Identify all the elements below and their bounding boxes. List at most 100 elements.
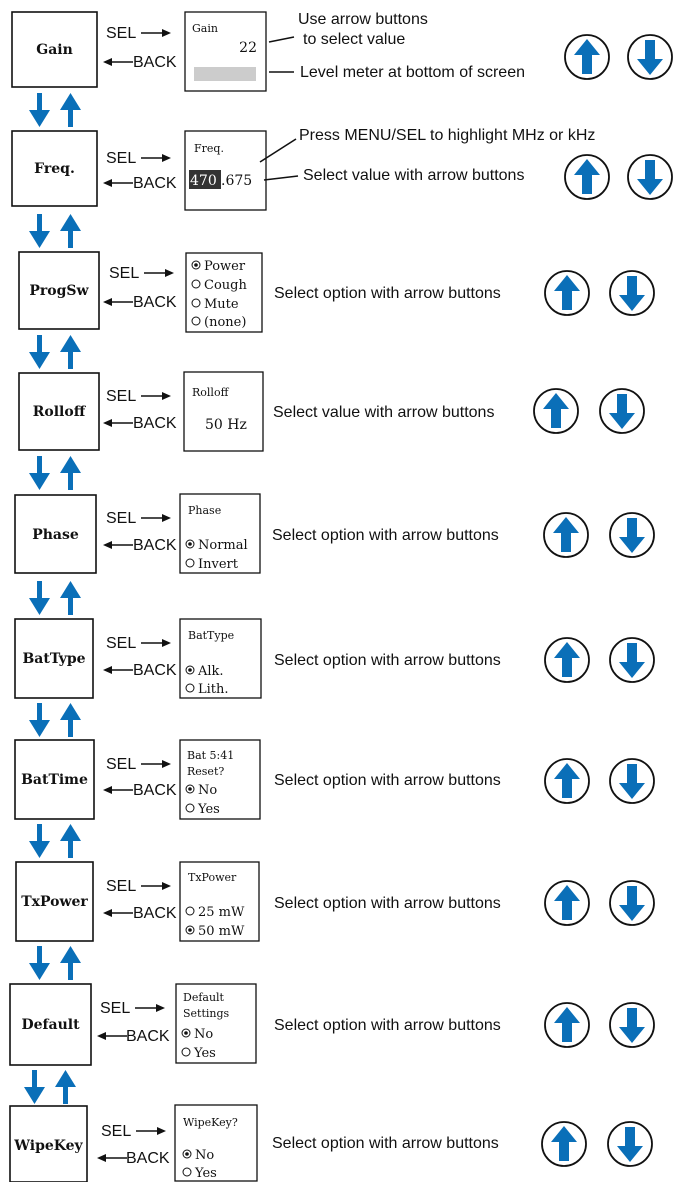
menu-box-gain[interactable]	[11, 11, 98, 88]
option-label: Alk.	[197, 664, 224, 679]
option-radio-icon	[185, 539, 195, 549]
menu-box-battype[interactable]	[14, 618, 94, 699]
menu-box-freq[interactable]	[11, 130, 98, 207]
back-arrow-icon	[102, 57, 134, 67]
up-arrow-button-icon[interactable]	[564, 154, 610, 200]
step-description: Select option with arrow buttons	[272, 1135, 499, 1152]
nav-arrows-icon	[29, 93, 81, 127]
back-label: BACK	[133, 415, 177, 432]
menu-box-default[interactable]	[9, 983, 92, 1066]
menu-label-default: Default	[21, 1017, 80, 1033]
menu-box-battime[interactable]	[14, 739, 95, 820]
menu-label-gain: Gain	[36, 42, 73, 58]
step-description: Select option with arrow buttons	[274, 1017, 501, 1034]
back-arrow-icon	[102, 785, 134, 795]
sel-arrow-icon	[143, 268, 175, 278]
option-label: Invert	[198, 557, 239, 572]
option-radio-icon	[181, 1028, 191, 1038]
option-radio-icon	[185, 558, 195, 568]
lcd-title: Phase	[188, 504, 221, 517]
menu-label-rolloff: Rolloff	[33, 404, 87, 420]
nav-arrows-icon	[29, 703, 81, 737]
menu-label-freq: Freq.	[34, 161, 75, 177]
lcd-line: Default	[183, 991, 225, 1004]
menu-label-battype: BatType	[22, 651, 85, 667]
menu-box-txpower[interactable]	[15, 861, 94, 942]
up-arrow-button-icon[interactable]	[544, 270, 590, 316]
option-label: Lith.	[198, 682, 229, 697]
down-arrow-button-icon[interactable]	[607, 1121, 653, 1167]
down-arrow-button-icon[interactable]	[609, 512, 655, 558]
option-label: Cough	[204, 278, 247, 293]
option-label: Yes	[197, 802, 220, 817]
up-arrow-button-icon[interactable]	[543, 512, 589, 558]
lcd-title: Rolloff	[192, 386, 230, 399]
menu-box-phase[interactable]	[14, 494, 97, 574]
sel-label: SEL	[106, 756, 136, 773]
down-arrow-button-icon[interactable]	[609, 758, 655, 804]
down-arrow-button-icon[interactable]	[627, 154, 673, 200]
menu-box-wipekey[interactable]	[9, 1105, 88, 1182]
nav-arrows-icon	[29, 824, 81, 858]
back-label: BACK	[133, 537, 177, 554]
down-arrow-button-icon[interactable]	[627, 34, 673, 80]
menu-box-progsw[interactable]	[18, 251, 100, 330]
back-label: BACK	[126, 1150, 170, 1167]
option-radio-icon	[191, 316, 201, 326]
sel-arrow-icon	[140, 513, 172, 523]
menu-label-wipekey: WipeKey	[13, 1138, 83, 1154]
step-description: Select value with arrow buttons	[273, 404, 494, 421]
sel-arrow-icon	[140, 153, 172, 163]
lcd-line: Settings	[183, 1007, 230, 1020]
up-arrow-button-icon[interactable]	[541, 1121, 587, 1167]
lcd-progsw	[185, 252, 263, 333]
option-radio-icon	[185, 683, 195, 693]
up-arrow-button-icon[interactable]	[544, 1002, 590, 1048]
nav-arrows-icon	[29, 456, 81, 490]
sel-arrow-icon	[140, 28, 172, 38]
sel-label: SEL	[106, 388, 136, 405]
menu-label-battime: BatTime	[21, 772, 88, 788]
up-arrow-button-icon[interactable]	[544, 758, 590, 804]
up-arrow-button-icon[interactable]	[544, 637, 590, 683]
freq-note-1: Press MENU/SEL to highlight MHz or kHz	[299, 127, 595, 144]
lcd-highlight-value: 470	[190, 173, 217, 189]
step-txpower: TxPower SEL BACK TxPower 25 mW 50 mW Sel…	[15, 861, 655, 942]
back-label: BACK	[133, 905, 177, 922]
back-arrow-icon	[102, 908, 134, 918]
option-radio-icon	[185, 906, 195, 916]
back-arrow-icon	[102, 178, 134, 188]
menu-box-rolloff[interactable]	[18, 372, 100, 451]
back-arrow-icon	[96, 1031, 128, 1041]
back-label: BACK	[133, 54, 177, 71]
option-label: No	[194, 1027, 213, 1042]
step-default: Default SEL BACK Default Settings No Yes…	[9, 983, 655, 1066]
option-radio-icon	[182, 1149, 192, 1159]
down-arrow-button-icon[interactable]	[609, 270, 655, 316]
option-radio-icon	[185, 925, 195, 935]
down-arrow-button-icon[interactable]	[609, 880, 655, 926]
lcd-highlight	[189, 170, 221, 189]
down-arrow-button-icon[interactable]	[599, 388, 645, 434]
freq-note-2: Select value with arrow buttons	[303, 167, 524, 184]
option-label: Mute	[204, 297, 239, 312]
nav-arrows-icon	[29, 581, 81, 615]
step-gain: Gain SEL BACK Gain 22 Use arrow buttons …	[11, 11, 673, 92]
up-arrow-button-icon[interactable]	[533, 388, 579, 434]
down-arrow-button-icon[interactable]	[609, 637, 655, 683]
step-description: Select option with arrow buttons	[274, 895, 501, 912]
lcd-value: 50 Hz	[205, 417, 247, 433]
back-label: BACK	[133, 782, 177, 799]
back-label: BACK	[133, 175, 177, 192]
option-label: No	[198, 783, 217, 798]
sel-arrow-icon	[140, 391, 172, 401]
up-arrow-button-icon[interactable]	[564, 34, 610, 80]
lcd-title: BatType	[188, 629, 234, 642]
sel-arrow-icon	[140, 759, 172, 769]
sel-label: SEL	[106, 150, 136, 167]
lcd-rest-value: .675	[221, 173, 252, 189]
down-arrow-button-icon[interactable]	[609, 1002, 655, 1048]
option-label: Power	[204, 259, 246, 274]
up-arrow-button-icon[interactable]	[544, 880, 590, 926]
step-description: Select option with arrow buttons	[274, 772, 501, 789]
